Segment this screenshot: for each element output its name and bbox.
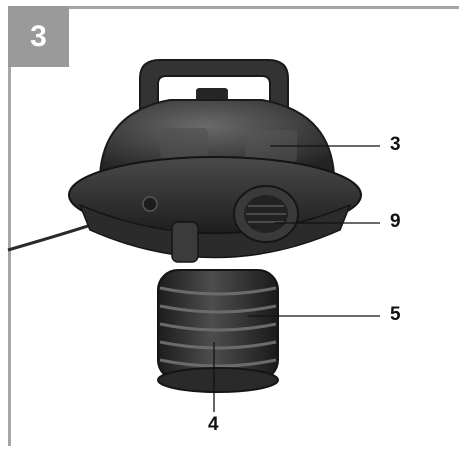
figure-frame-top [8,6,459,9]
callout-label-5: 5 [390,304,401,325]
callout-leaders [213,145,380,412]
callout-label-4: 4 [208,414,219,435]
callout-label-3: 3 [390,134,401,155]
figure-number-badge: 3 [8,6,69,67]
callout-label-9: 9 [390,211,401,232]
switch [196,88,228,102]
latch-clip [171,221,199,263]
figure-frame-left [8,6,11,446]
